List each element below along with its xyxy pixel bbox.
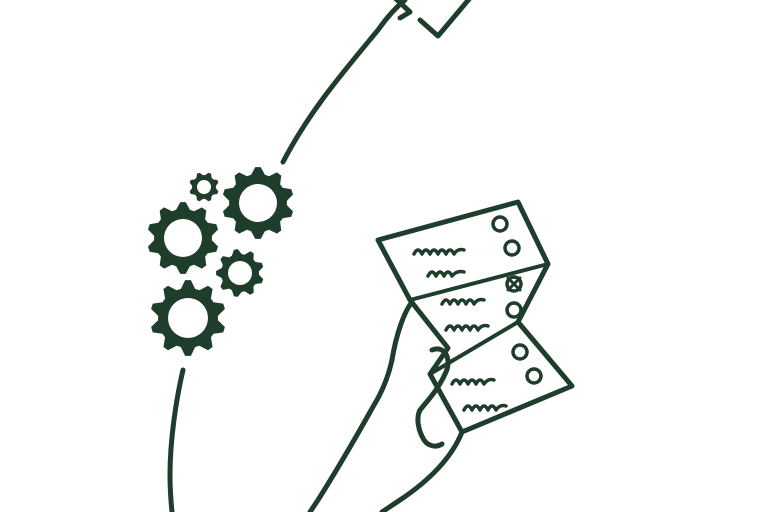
checkbox-empty-icon [491,215,509,233]
checkbox-empty-icon [511,343,529,361]
gears-icon [148,167,293,356]
folded-checklist-icon [375,199,575,435]
hand-palm-lower [379,429,465,512]
arrow-curve-top-line [280,0,408,165]
checkbox-empty-icon [525,367,543,385]
gear-large-bottom-hole [168,298,208,338]
checkbox-empty-icon [505,301,523,319]
checkmark-icon [417,0,472,39]
checkbox-checked-icon [505,275,523,293]
checklist-fold-line-1 [408,262,550,302]
arrow-curve-bottom-line [167,367,186,512]
checklist-checkboxes [491,215,543,385]
checkbox-cross-mark-icon [506,276,522,292]
gear-medium-hole [228,261,252,285]
checkbox-empty-icon [503,239,521,257]
gear-large-top-hole [239,184,277,222]
arrow-head-icon [393,0,413,21]
hand-icon [307,299,465,512]
checklist-scribble-2 [426,269,466,278]
checklist-scribble-6 [462,403,508,412]
checklist-scribble-3 [440,297,486,306]
checklist-scribble-1 [412,247,466,256]
checklist-fold-line-2 [428,320,520,376]
gear-small-hole [197,180,211,194]
checklist-outline [375,199,575,435]
gear-large-left-hole [164,219,202,257]
checklist-scribble-5 [450,377,496,386]
hand-outline [307,299,415,512]
checklist-scribble-4 [444,323,490,332]
hand-thumb [415,346,451,449]
